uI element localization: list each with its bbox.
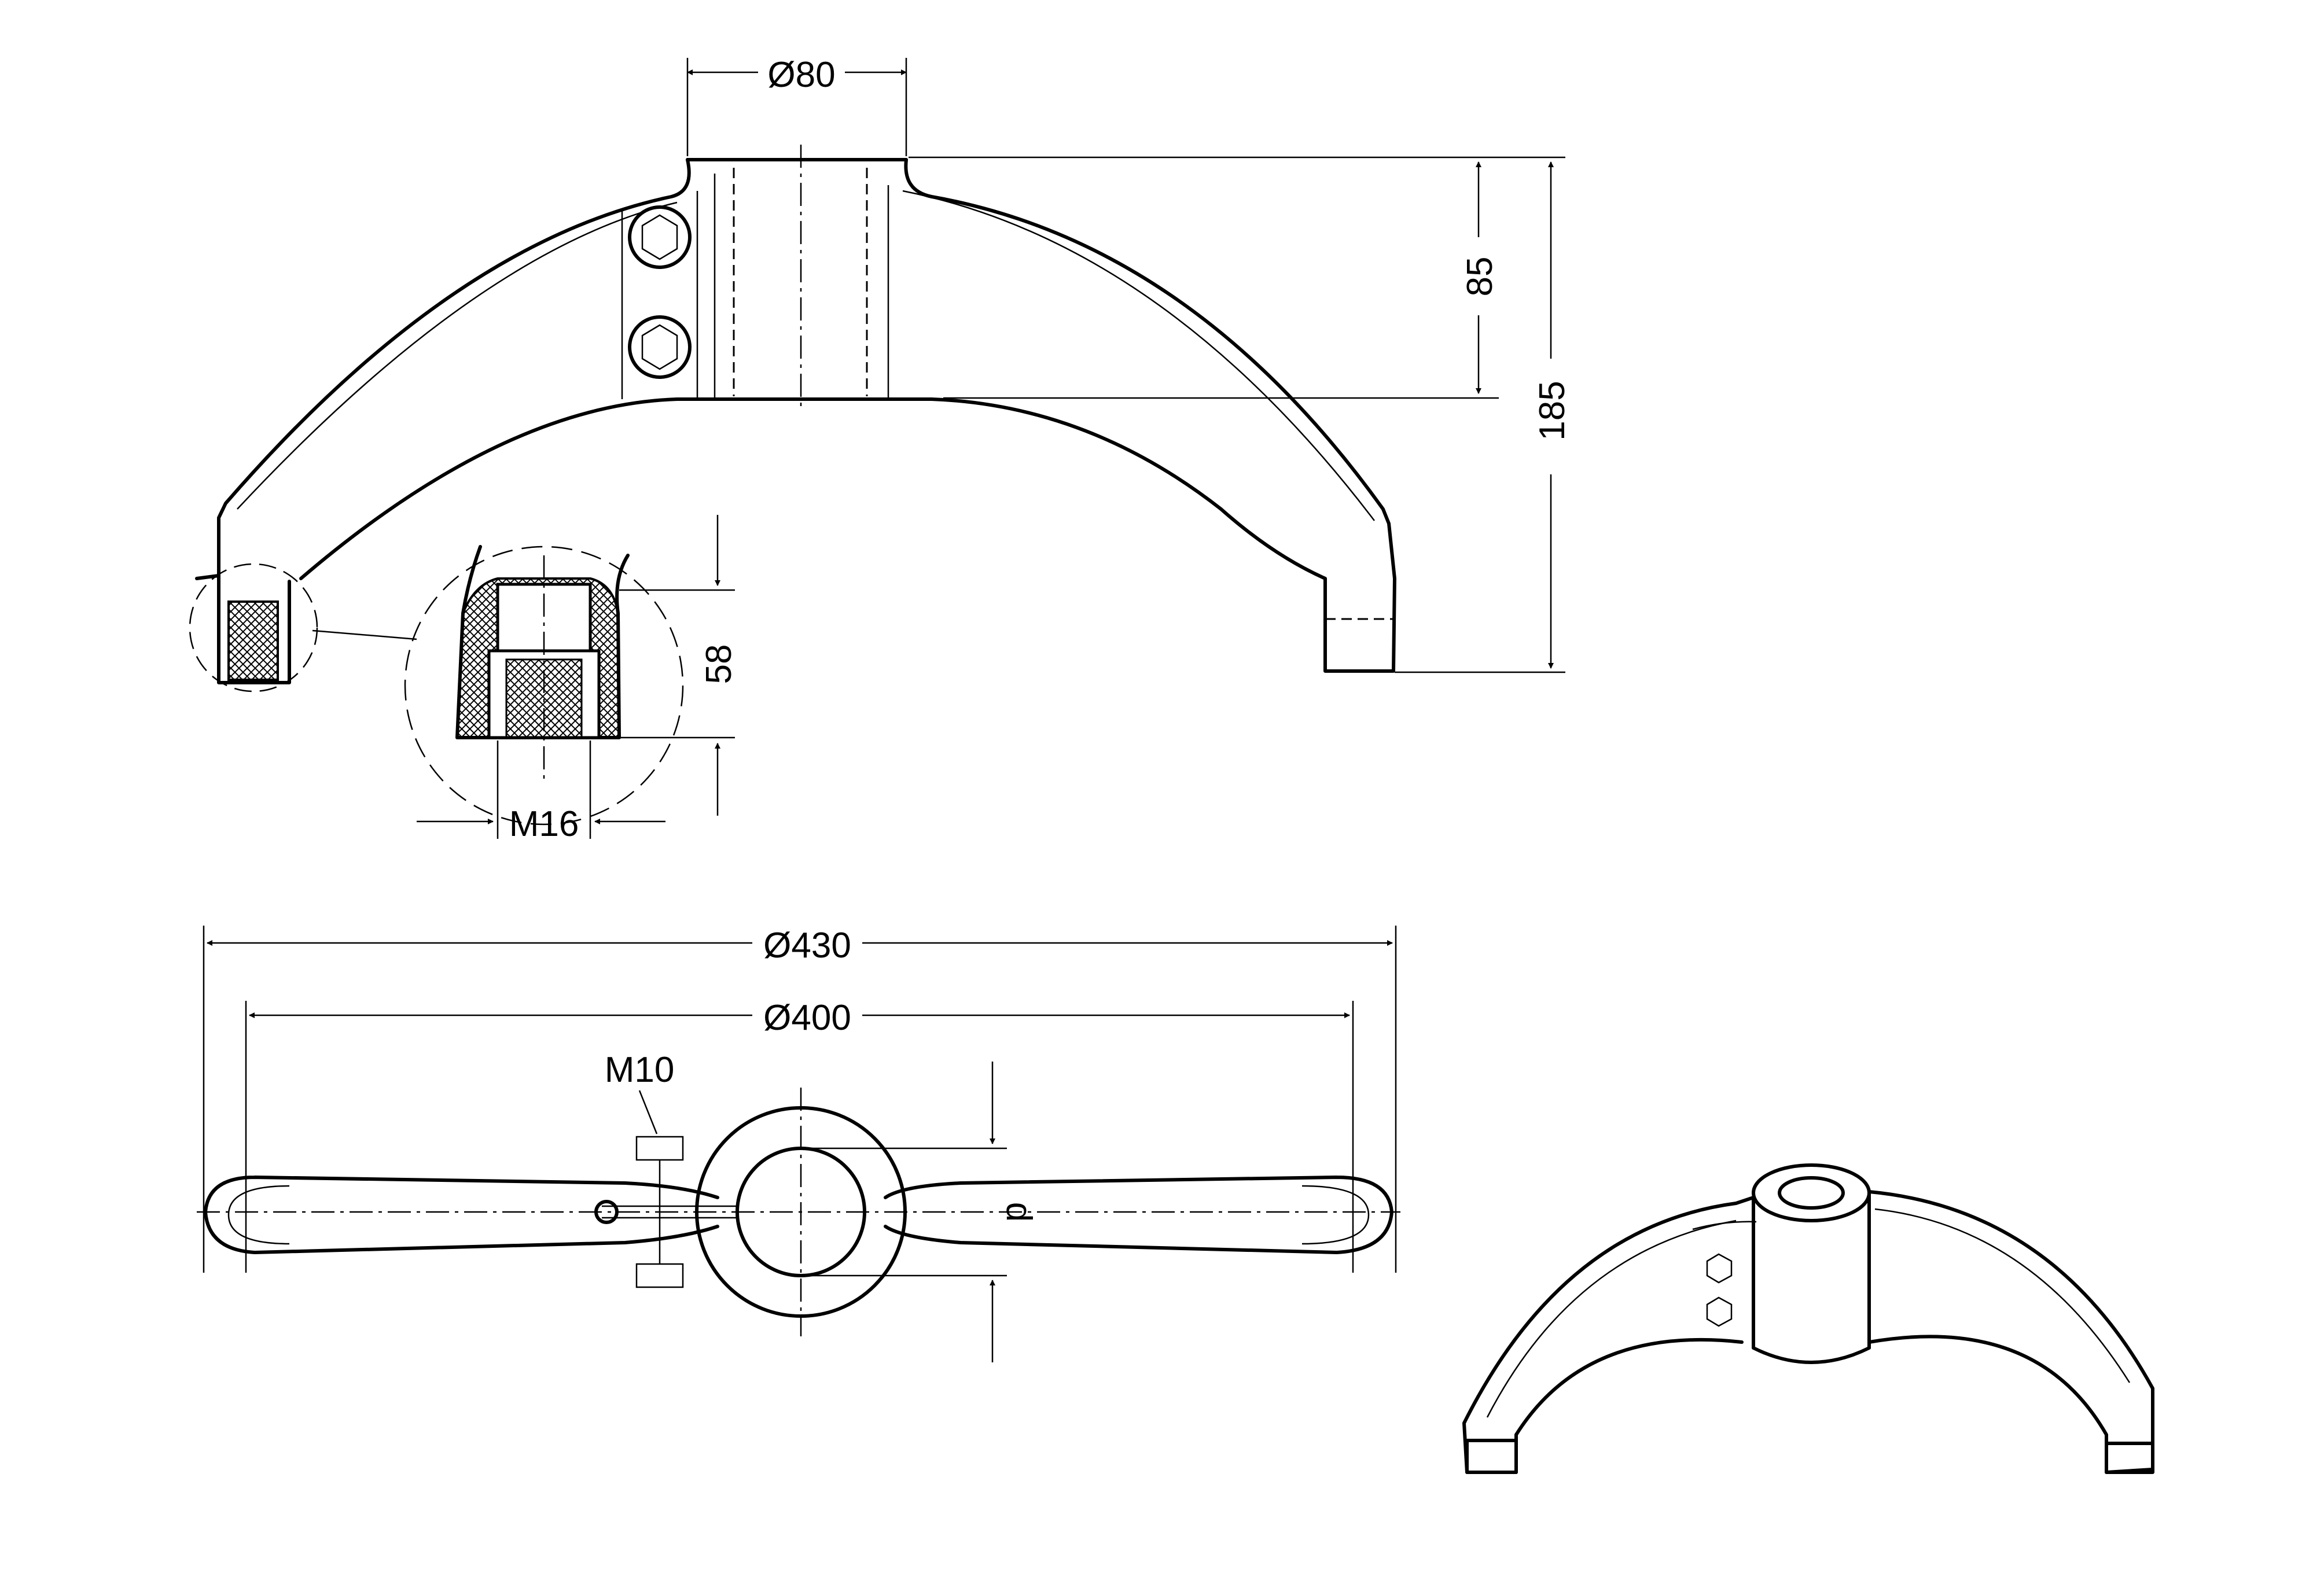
detail-circle-large bbox=[404, 546, 684, 826]
dim-label-d430: Ø430 bbox=[763, 926, 851, 966]
iso-hub-top bbox=[1752, 1163, 1871, 1222]
left-foot bbox=[217, 574, 291, 684]
iso-arch-inner bbox=[1486, 1208, 2131, 1418]
dimension-m16: M16 bbox=[417, 740, 665, 844]
clamp-nut-top bbox=[635, 1136, 684, 1161]
detail-circle-small bbox=[189, 563, 318, 692]
iso-hub bbox=[1752, 1190, 1871, 1364]
iso-foot-right bbox=[2105, 1442, 2154, 1474]
side-view bbox=[189, 145, 1396, 692]
foot-insert-small bbox=[227, 600, 279, 681]
dimension-d430: Ø430 bbox=[203, 926, 1397, 1273]
dim-label-m10: M10 bbox=[605, 1050, 675, 1090]
iso-clamp-slot bbox=[1692, 1221, 1757, 1230]
iso-foot-left bbox=[1465, 1439, 1518, 1474]
dimension-d: d bbox=[801, 1062, 1039, 1362]
clamp-nut-bottom bbox=[635, 1263, 684, 1288]
detail-view-foot bbox=[404, 545, 684, 826]
arm-outline bbox=[204, 1176, 1393, 1254]
dim-label-d400: Ø400 bbox=[763, 998, 851, 1038]
isometric-view bbox=[1462, 1163, 2154, 1474]
arch-inner-edge bbox=[237, 190, 1375, 521]
dimension-58: 58 bbox=[619, 515, 739, 816]
detail-leader bbox=[312, 629, 417, 640]
dimension-d400: Ø400 bbox=[245, 998, 1354, 1273]
dimension-m10: M10 bbox=[605, 1050, 675, 1134]
dim-label-58: 58 bbox=[699, 644, 739, 684]
clamp-boss bbox=[621, 191, 698, 399]
clamp-slot bbox=[602, 1205, 738, 1219]
iso-hub-bore bbox=[1778, 1176, 1845, 1210]
top-view bbox=[197, 1088, 1400, 1336]
dim-label-m16: M16 bbox=[509, 804, 579, 844]
dim-label-d: d bbox=[999, 1202, 1039, 1222]
dim-label-85: 85 bbox=[1460, 257, 1500, 297]
dimension-85-185: 85 185 bbox=[909, 156, 1572, 673]
hex-bolt-icon bbox=[1706, 1253, 1733, 1284]
iso-arch-outer bbox=[1462, 1190, 2154, 1474]
hex-bolt-icon bbox=[628, 315, 692, 379]
dim-label-d80: Ø80 bbox=[767, 55, 835, 95]
dim-label-185: 185 bbox=[1532, 381, 1572, 440]
arm-inner-outline bbox=[227, 1185, 1370, 1245]
dimension-d80: Ø80 bbox=[686, 55, 907, 156]
arch-outer-outline bbox=[195, 158, 1396, 673]
hex-bolt-icon bbox=[1706, 1296, 1733, 1327]
hex-bolt-icon bbox=[628, 205, 692, 269]
